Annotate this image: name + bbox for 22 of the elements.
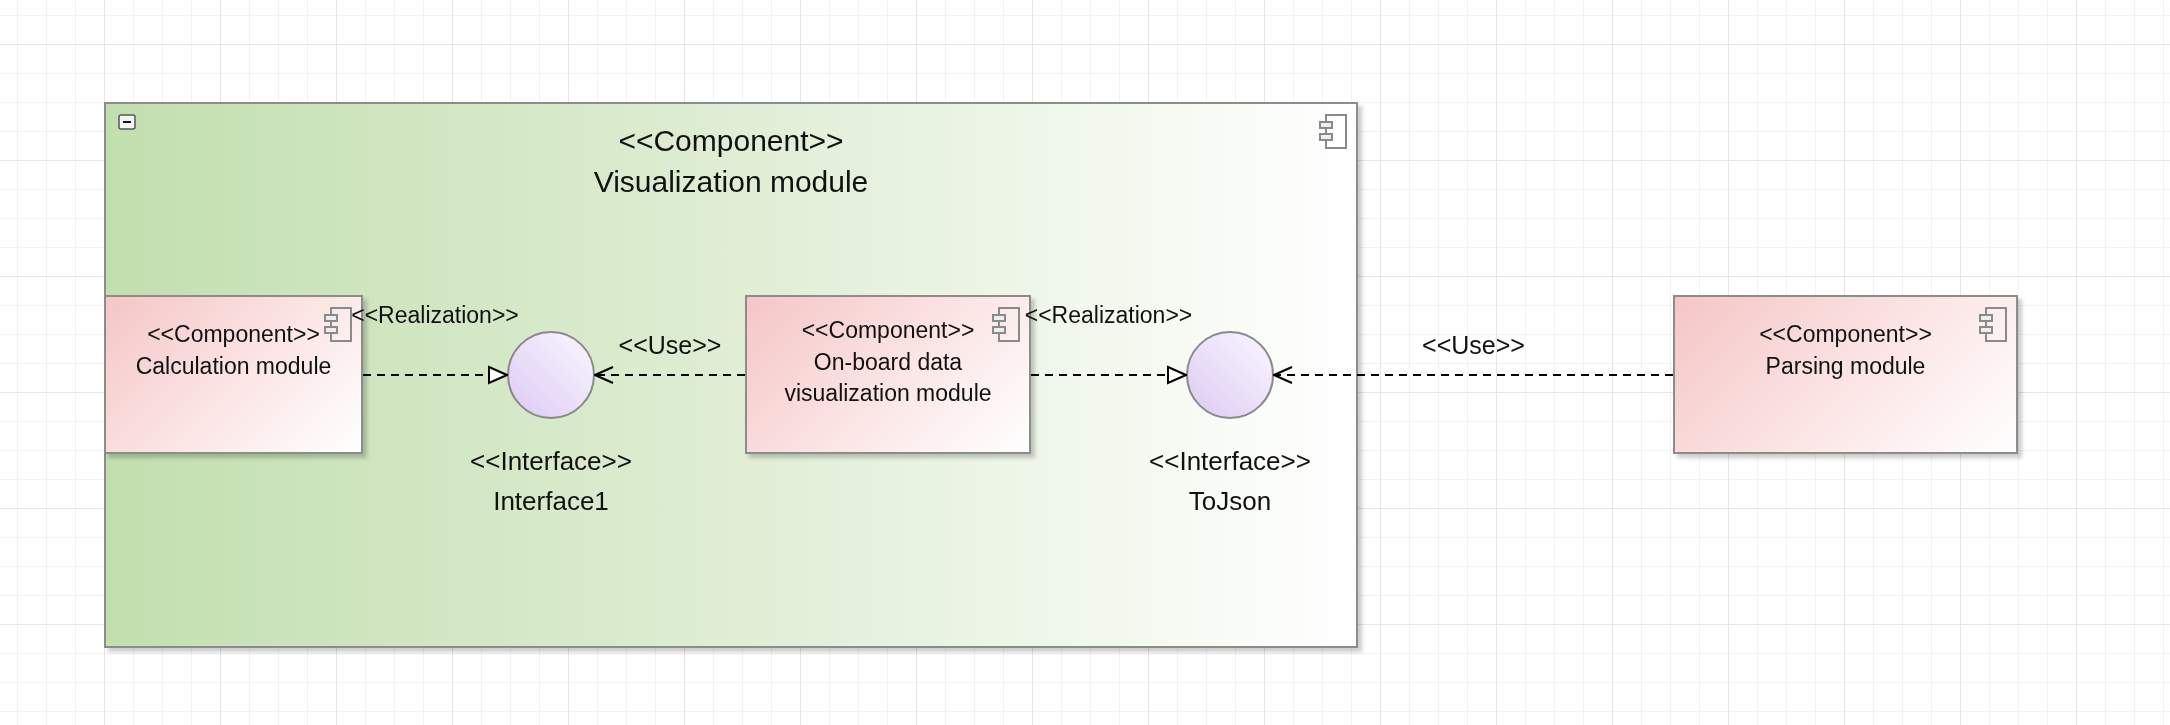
component-container — [104, 102, 1358, 648]
component-box — [1673, 295, 2018, 454]
edge-label: <<Realization>> — [1024, 302, 1193, 329]
component-name: Parsing module — [1765, 351, 1926, 381]
stereotype-label: <<Interface>> — [1149, 445, 1311, 478]
stereotype-label: <<Component>> — [147, 320, 320, 349]
dependency-arrow — [1273, 366, 1674, 384]
interface-name: ToJson — [1188, 485, 1272, 518]
edge-label: <<Realization>> — [351, 302, 519, 329]
component-name: Calculation module — [135, 351, 332, 381]
stereotype-label: <<Component>> — [801, 316, 975, 345]
component-name: Visualization module — [593, 164, 869, 201]
stereotype-label: <<Component>> — [618, 123, 844, 159]
component-name: On-board data visualization module — [783, 347, 993, 409]
interface-name: Interface1 — [493, 485, 609, 518]
edge-label: <<Use>> — [618, 331, 722, 360]
dependency-arrow — [594, 366, 746, 384]
edge-label: <<Use>> — [1422, 331, 1525, 360]
dependency-arrow — [1030, 366, 1187, 384]
stereotype-label: <<Interface>> — [470, 445, 632, 478]
dependency-arrow — [362, 366, 508, 384]
stereotype-label: <<Component>> — [1759, 320, 1932, 349]
